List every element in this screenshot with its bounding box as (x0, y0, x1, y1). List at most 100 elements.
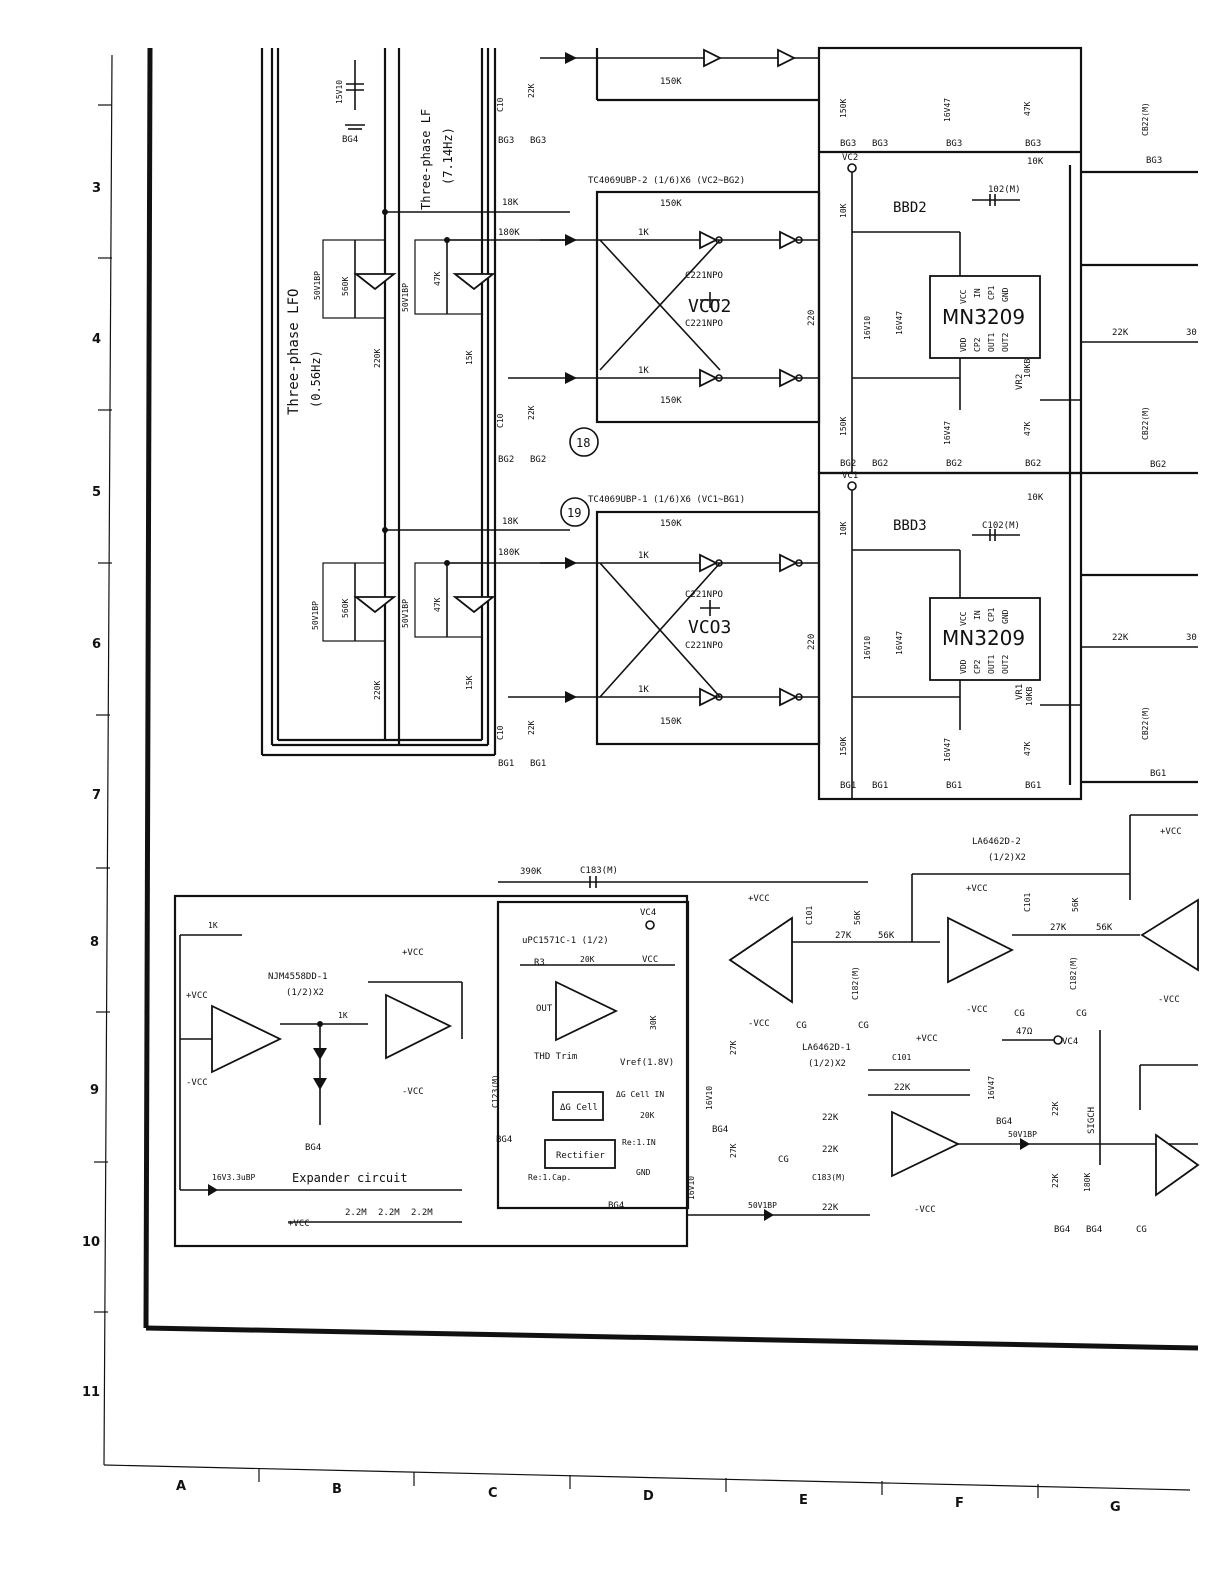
pin-label: CP2 (973, 659, 982, 674)
vcc-pos-label: +VCC (288, 1219, 310, 1229)
bbd3-vr-value: 10KB (1025, 687, 1034, 706)
res-label: 1K (638, 366, 649, 376)
cap-label: 16V10 (687, 1176, 696, 1200)
cap-label: C101 (1023, 893, 1032, 912)
ground-label: CG (1014, 1009, 1025, 1019)
ground-label: BG2 (1150, 460, 1166, 470)
res-label: 15K (465, 350, 474, 365)
cap-label: 50V1BP (401, 599, 410, 628)
cap-label: 50V1BP (748, 1201, 777, 1210)
res-label: 47K (1023, 421, 1032, 436)
ground-label: BG1 (530, 759, 546, 769)
res-label: 47Ω (1016, 1027, 1033, 1037)
row-label: 10 (82, 1235, 100, 1250)
cap-label: C182(M) (851, 966, 860, 1000)
ground-label: BG3 (840, 139, 856, 149)
res-label: 390K (520, 867, 542, 877)
vcc-pos-label: +VCC (1160, 827, 1182, 837)
cap-label: C182(M) (1069, 956, 1078, 990)
res-label: 22K (527, 720, 536, 735)
ground-label: BG4 (608, 1201, 624, 1211)
cap-label: 50V1BP (313, 271, 322, 300)
ground-label: BG3 (946, 139, 962, 149)
res-label: 150K (839, 99, 848, 118)
res-label: 1K (208, 921, 218, 930)
pin-label: OUT1 (987, 655, 996, 674)
ground-label: BG2 (872, 459, 888, 469)
col-label: A (176, 1479, 186, 1494)
ground-label: BG1 (840, 781, 856, 791)
njm-sub: (1/2)X2 (286, 988, 324, 998)
njm-label: NJM4558DD-1 (268, 972, 328, 982)
vco2-cap-b: C221NPO (685, 319, 723, 329)
cap-label: CB22(M) (1141, 706, 1150, 740)
la1-label: LA6462D-1 (802, 1043, 851, 1053)
res-label: 1K (338, 1011, 348, 1020)
res-label: 560K (341, 599, 350, 618)
res-label: 22K (527, 83, 536, 98)
ground-label: BG1 (1025, 781, 1041, 791)
row-label: 9 (90, 1083, 99, 1098)
pin-label: CP1 (987, 607, 996, 622)
res-label: 2.2M (345, 1208, 367, 1218)
gnd-label: GND (636, 1168, 651, 1177)
bbd3-vr: VR1 (1015, 684, 1025, 700)
res-label: 10K (839, 203, 848, 218)
res-label: 150K (660, 77, 682, 87)
cap-label: 50V1BP (401, 283, 410, 312)
row-label: 4 (92, 332, 101, 347)
r3-label: R3 (534, 958, 545, 968)
right-bus: 22K 22K 30 30 CB22(M) CB22(M) CB22(M) BG… (1068, 102, 1198, 785)
cap-label: 15V10 (335, 80, 344, 104)
row-label: 7 (92, 788, 101, 803)
pin-label: OUT2 (1001, 655, 1010, 674)
res-label: 220 (807, 310, 817, 326)
output-block: +VCC -VCC CG C101 56K 27K 56K C182(M) CG… (728, 814, 1200, 1235)
res-label: 10K (1027, 157, 1044, 167)
ground-label: BG2 (840, 459, 856, 469)
res-label: 22K (1112, 328, 1129, 338)
ground-label: BG1 (498, 759, 514, 769)
cap-label: 16V47 (895, 631, 904, 655)
out-label: OUT (536, 1004, 553, 1014)
cap-label: 50V1BP (1008, 1130, 1037, 1139)
vco3-block: TC4069UBP-1 (1/6)X6 (VC1~BG1) 150K 1K C2… (496, 495, 821, 769)
res-label: 22K (822, 1145, 839, 1155)
res-label: 180K (1083, 1173, 1092, 1192)
res-label: 180K (498, 228, 520, 238)
vcc-pos-label: +VCC (748, 894, 770, 904)
pin-label: VCC (959, 611, 968, 626)
vc4-label: VC4 (1062, 1037, 1078, 1047)
vco2-cap-a: C221NPO (685, 271, 723, 281)
vc1-label: VC1 (842, 471, 858, 481)
col-label: B (332, 1482, 342, 1497)
bbd3-name: BBD3 (893, 518, 927, 534)
cap-label: 16V10 (705, 1086, 714, 1110)
res-label: 10K (1027, 493, 1044, 503)
res-label: 30 (1186, 633, 1197, 643)
res-label: 150K (839, 737, 848, 756)
cap-label: C123(M) (491, 1074, 500, 1108)
la2-label: LA6462D-2 (972, 837, 1021, 847)
ground-label: BG4 (712, 1125, 728, 1135)
row-label: 11 (82, 1385, 100, 1400)
cap-label: C183(M) (580, 866, 618, 876)
bbd3-block: VC1 10K BBD3 C102(M) 10K MN3209 VCC IN C… (817, 471, 1083, 801)
res-label: 15K (465, 675, 474, 690)
res-label: 56K (853, 910, 862, 925)
vco3-name: VCO3 (688, 617, 731, 638)
vcc-pos-label: +VCC (916, 1034, 938, 1044)
cap-label: 16V47 (943, 98, 952, 122)
expander-block: Expander circuit NJM4558DD-1 (1/2)X2 1K … (173, 866, 870, 1248)
cap-label: C10 (496, 725, 505, 740)
vcc-label: VCC (642, 955, 658, 965)
ground-label: BG4 (305, 1143, 321, 1153)
ground-label: BG3 (530, 136, 546, 146)
res-label: 47K (1023, 101, 1032, 116)
res-label: 150K (660, 717, 682, 727)
rectifier-label: Rectifier (556, 1151, 605, 1161)
ground-label: CG (1136, 1225, 1147, 1235)
cap-label: CB22(M) (1141, 102, 1150, 136)
lfo2-title: Three-phase LF (419, 109, 433, 210)
